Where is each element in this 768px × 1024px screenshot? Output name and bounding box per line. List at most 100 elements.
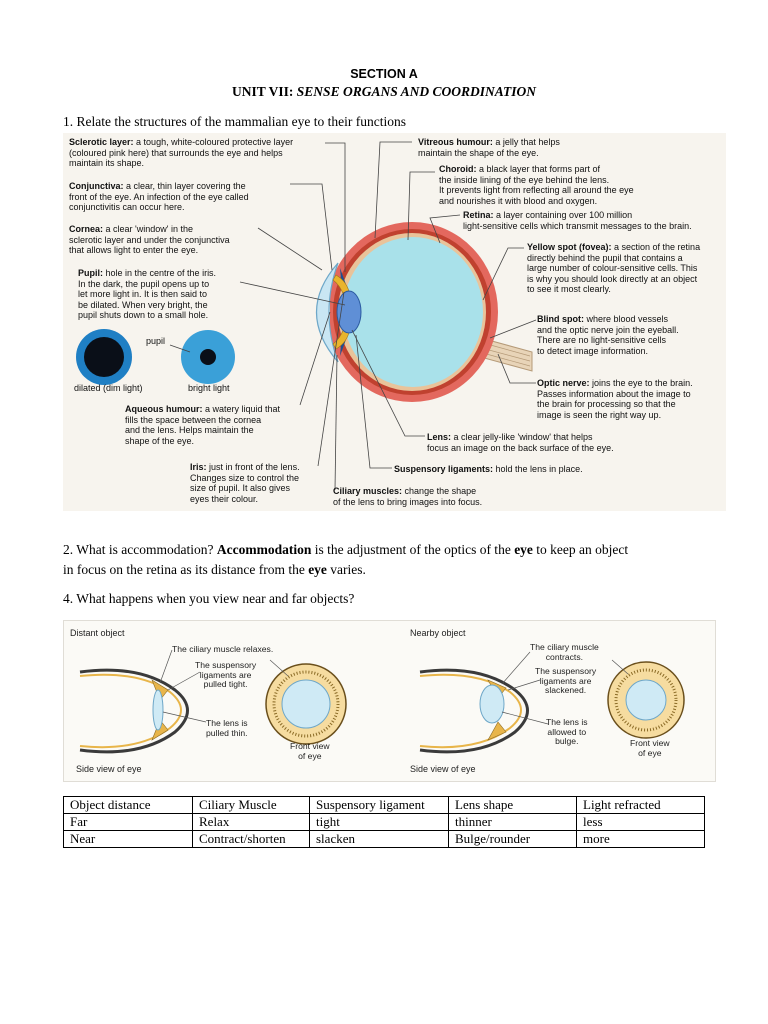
conjunctiva-term: Conjunctiva: [69, 181, 124, 191]
table-cell: Relax [192, 813, 310, 831]
optic-nerve-annotation: Optic nerve: joins the eye to the brain.… [537, 378, 693, 420]
ciliary-term: Ciliary muscles: [333, 486, 403, 496]
choroid-term: Choroid: [439, 164, 477, 174]
lens [336, 290, 362, 334]
question-1: 1. Relate the structures of the mammalia… [63, 114, 407, 129]
conjunctiva-annotation: Conjunctiva: a clear, thin layer coverin… [69, 181, 249, 213]
blind-spot-annotation: Blind spot: where blood vessels and the … [537, 314, 679, 356]
unit-title: SENSE ORGANS AND COORDINATION [296, 84, 536, 99]
distant-front-ligament [272, 670, 340, 738]
table-cell: tight [309, 813, 449, 831]
ciliary-text: change the shape of the lens to bring im… [333, 486, 483, 507]
cornea-annotation: Cornea: a clear 'window' in the scleroti… [69, 224, 230, 256]
table-cell: thinner [448, 813, 577, 831]
lens-term: Lens: [427, 432, 452, 442]
table-cell: Bulge/rounder [448, 830, 577, 848]
table-header-cell: Lens shape [448, 796, 577, 814]
suspensory-ligaments-annotation: Suspensory ligaments: hold the lens in p… [394, 464, 583, 475]
table-cell: more [576, 830, 705, 848]
distant-ciliary [151, 679, 169, 741]
choroid-text: a black layer that forms part of the ins… [439, 164, 634, 206]
lens-annotation: Lens: a clear jelly-like 'window' that h… [427, 432, 614, 453]
pupil-annotation: Pupil: hole in the centre of the iris. I… [78, 268, 216, 321]
pupil-text: hole in the centre of the iris. In the d… [78, 268, 217, 321]
blind-term: Blind spot: [537, 314, 584, 324]
yellow-spot-annotation: Yellow spot (fovea): a section of the re… [527, 242, 700, 295]
iris-text: just in front of the lens. Changes size … [190, 462, 300, 504]
sclerotic-text: a tough, white-coloured protective layer… [69, 137, 294, 169]
pupil-label: pupil [146, 336, 166, 346]
suspensory-term: Suspensory ligaments: [394, 464, 494, 474]
distant-object-title: Distant object [70, 628, 125, 638]
cornea-text: a clear 'window' in the sclerotic layer … [69, 224, 230, 256]
bright-light-pupil [200, 349, 216, 365]
table-row: Far Relax tight thinner less [63, 813, 705, 831]
table-header-cell: Ciliary Muscle [192, 796, 310, 814]
table-header-cell: Object distance [63, 796, 193, 814]
table-header-cell: Light refracted [576, 796, 705, 814]
accommodation-diagram-background [63, 620, 716, 782]
bright-light-label: bright light [188, 383, 230, 393]
leader-lines [169, 141, 537, 491]
nearby-object-title: Nearby object [410, 628, 466, 638]
nearby-front-view-label: Front view of eye [630, 738, 670, 758]
nearby-eyeball-inner [419, 673, 522, 749]
iris-annotation: Iris: just in front of the lens. Changes… [190, 462, 300, 504]
distant-side-view-label: Side view of eye [76, 764, 142, 774]
table-cell: slacken [309, 830, 449, 848]
yellow-text: a section of the retina directly behind … [527, 242, 701, 295]
nearby-side-view-label: Side view of eye [410, 764, 476, 774]
nearby-front-lens [625, 679, 667, 721]
unit-prefix: UNIT VII: [232, 84, 297, 99]
accommodation-pointer-lines [159, 649, 629, 725]
cornea-term: Cornea: [69, 224, 104, 234]
q2-line2a: in focus on the retina as its distance f… [63, 562, 309, 577]
q2-mid2: to keep an object [532, 542, 629, 557]
yellow-term: Yellow spot (fovea): [527, 242, 612, 252]
q2-eye1: eye [514, 542, 533, 557]
q2-line2b: varies. [326, 562, 366, 577]
optic-text: joins the eye to the brain. Passes infor… [537, 378, 693, 420]
question-2-line-2: in focus on the retina as its distance f… [63, 562, 366, 578]
retina-term: Retina: [463, 210, 494, 220]
sclerotic-layer-annotation: Sclerotic layer: a tough, white-coloured… [69, 137, 293, 169]
vitreous-term: Vitreous humour: [418, 137, 493, 147]
distant-lens-label: The lens is pulled thin. [206, 718, 248, 738]
sclerotic-term: Sclerotic layer: [69, 137, 134, 147]
accommodation-table: Object distance Ciliary Muscle Suspensor… [63, 796, 705, 848]
vitreous-humour [343, 237, 483, 387]
nearby-ciliary-label: The ciliary muscle contracts. [530, 642, 599, 662]
nearby-lens [479, 684, 505, 724]
question-2-line-1: 2. What is accommodation? Accommodation … [63, 542, 628, 558]
distant-front-view-label: Front view of eye [290, 741, 330, 761]
iris-term: Iris: [190, 462, 207, 472]
table-row: Near Contract/shorten slacken Bulge/roun… [63, 830, 705, 848]
vitreous-text: a jelly that helps maintain the shape of… [418, 137, 560, 158]
aqueous-text: a watery liquid that fills the space bet… [125, 404, 281, 446]
aqueous-humour-annotation: Aqueous humour: a watery liquid that fil… [125, 404, 280, 446]
q2-mid1: is the adjustment of the optics of the [311, 542, 515, 557]
distant-lens [152, 689, 164, 731]
table-cell: less [576, 813, 705, 831]
q2-term: Accommodation [216, 542, 312, 557]
section-heading: SECTION A [350, 67, 418, 81]
conjunctiva-text: a clear, thin layer covering the front o… [69, 181, 249, 213]
table-cell: Near [63, 830, 193, 848]
nearby-front-ligament [614, 668, 678, 732]
nearby-ligaments-label: The suspensory ligaments are slackened. [535, 666, 597, 695]
q2-prefix: 2. What is accommodation? [63, 542, 217, 557]
unit-heading: UNIT VII: SENSE ORGANS AND COORDINATION [0, 84, 768, 100]
lens-text: a clear jelly-like 'window' that helps f… [427, 432, 614, 453]
choroid-annotation: Choroid: a black layer that forms part o… [439, 164, 634, 206]
ciliary-muscles-annotation: Ciliary muscles: change the shape of the… [333, 486, 482, 507]
question-4: 4. What happens when you view near and f… [63, 591, 355, 606]
dilated-pupil [84, 337, 124, 377]
nearby-eyeball-outline [419, 668, 529, 754]
pupil-term: Pupil: [78, 268, 103, 278]
table-cell: Contract/shorten [192, 830, 310, 848]
dilated-label: dilated (dim light) [74, 383, 143, 393]
nearby-lens-label: The lens is allowed to bulge. [546, 717, 588, 746]
distant-front-lens [281, 679, 331, 729]
